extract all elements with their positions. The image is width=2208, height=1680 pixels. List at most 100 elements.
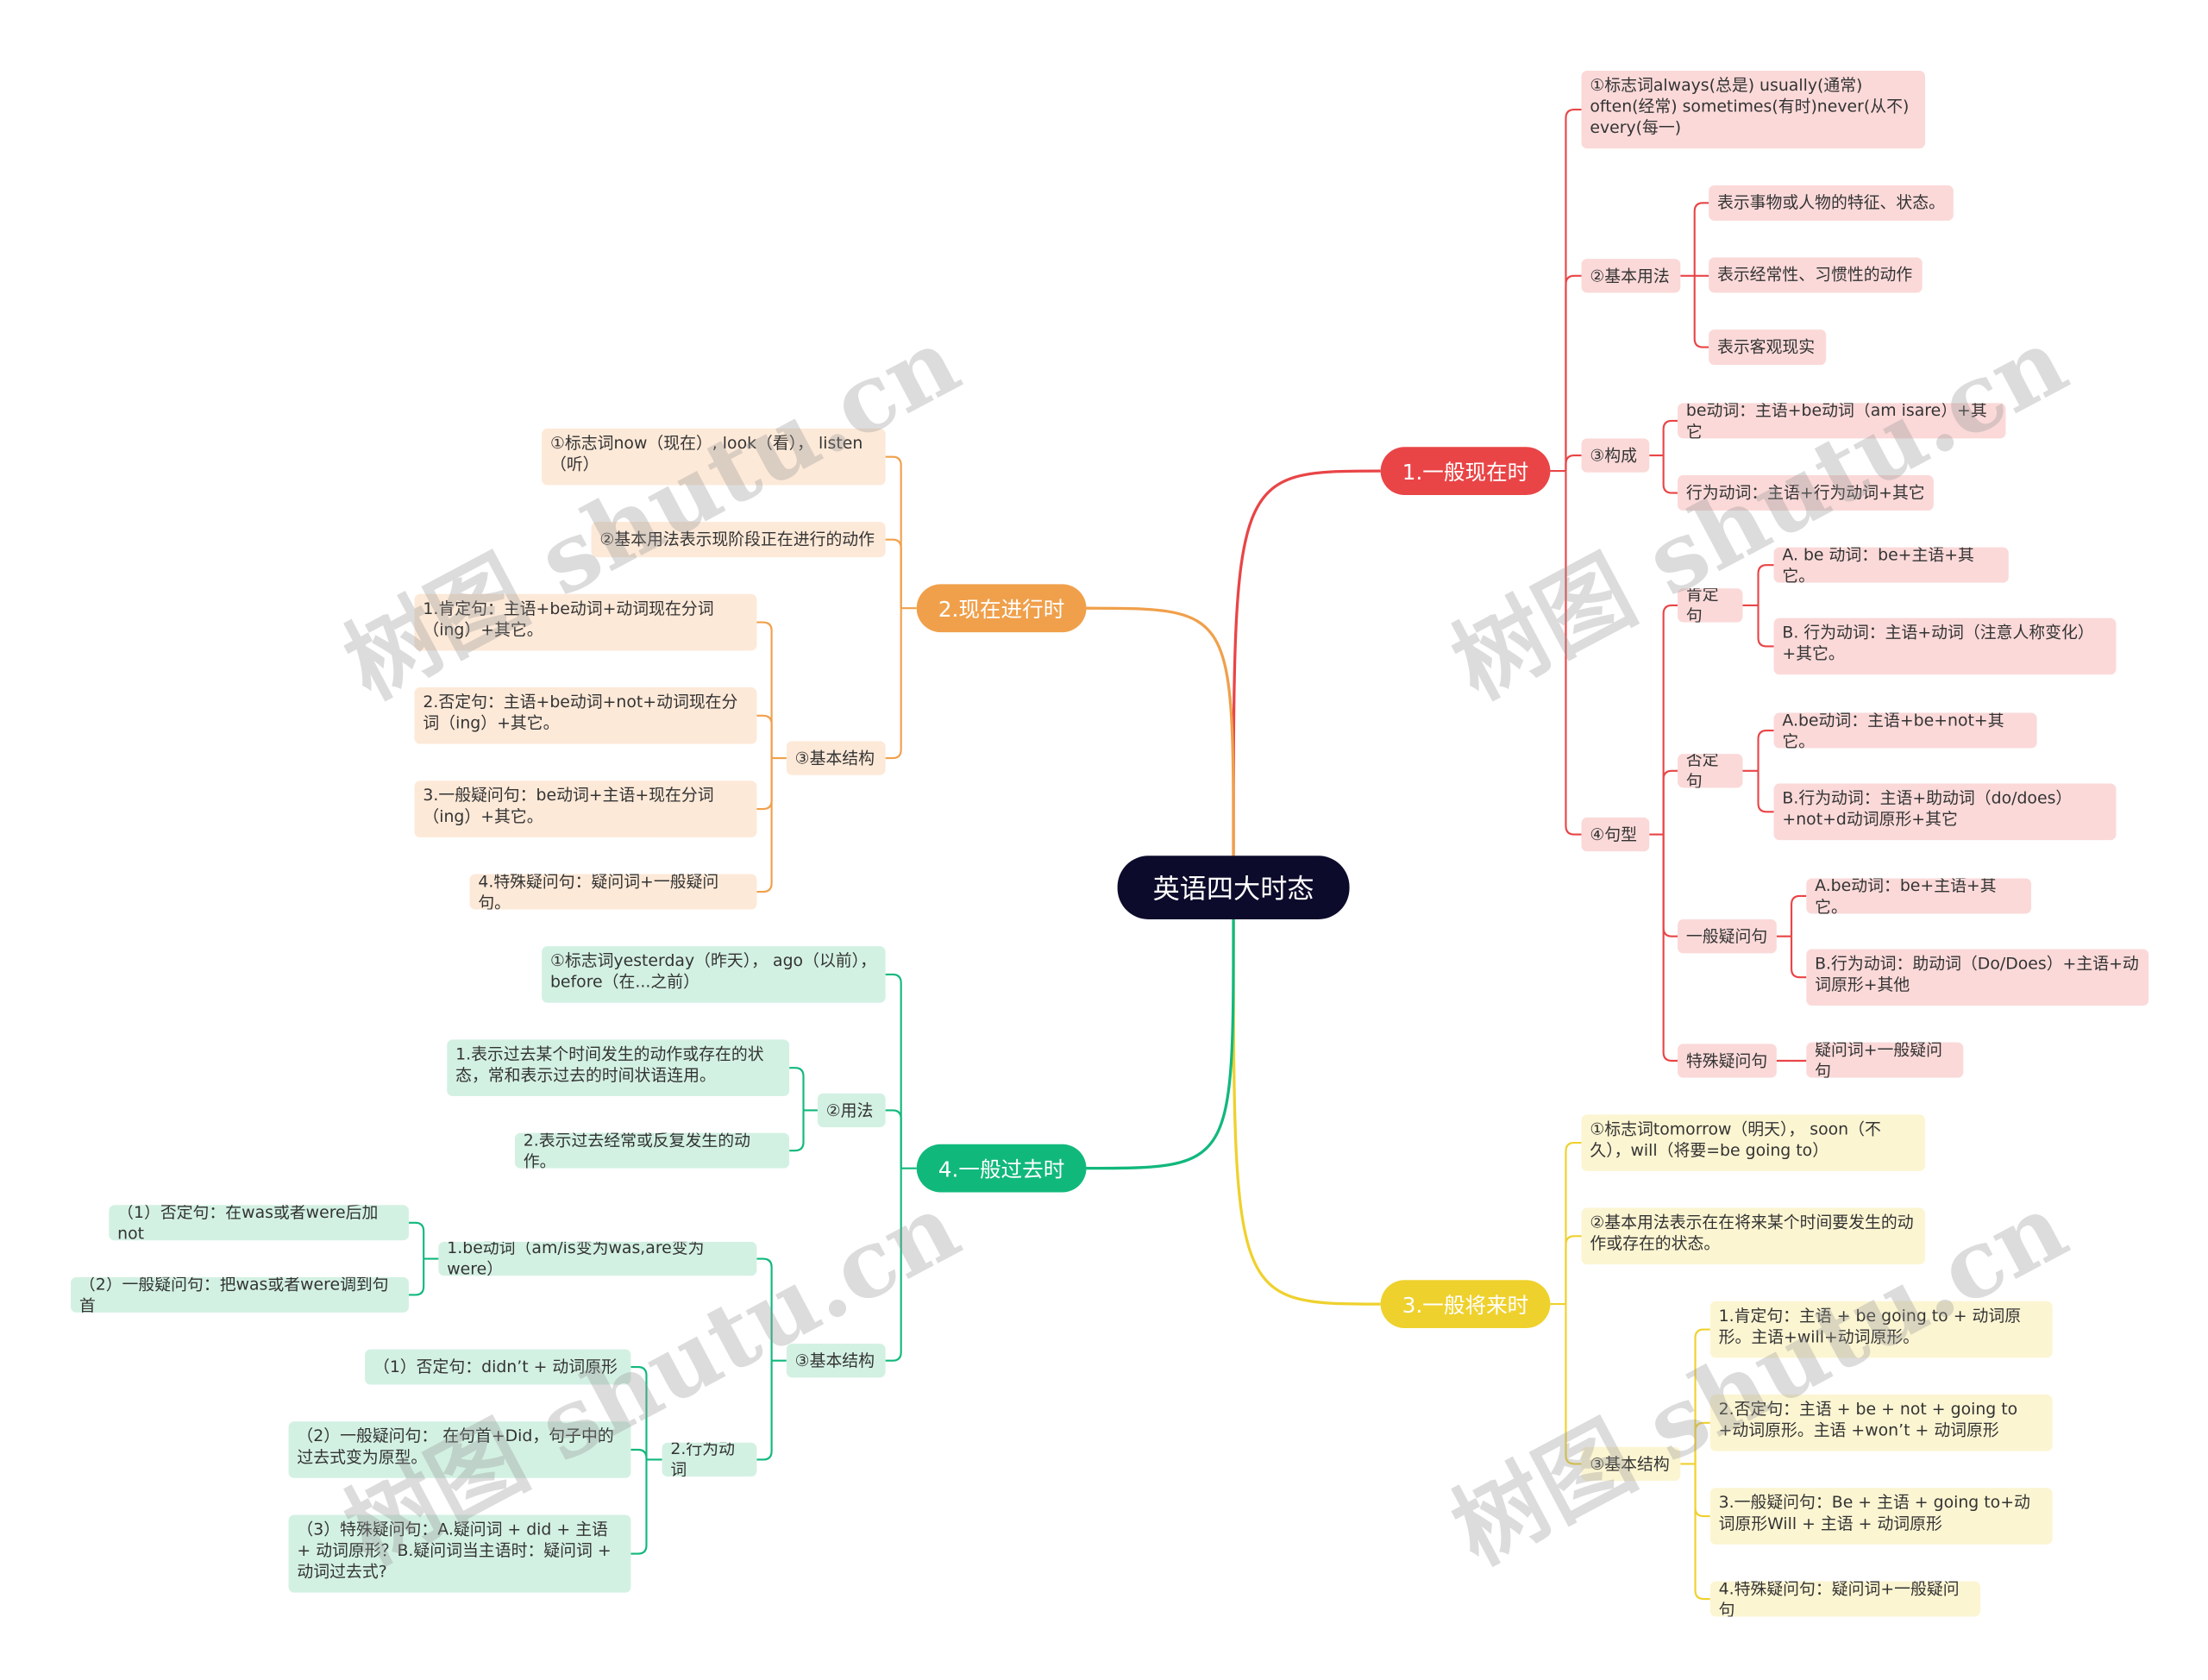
connector — [630, 1448, 648, 1460]
b4-be-verb-item[interactable]: （1）否定句：在was或者were后加not — [109, 1205, 409, 1241]
b1-negative-label[interactable]: 否定句 — [1678, 754, 1743, 788]
b4-structure-label[interactable]: ③基本结构 — [786, 1344, 886, 1378]
b1-usage-item[interactable]: 表示客观现实 — [1709, 329, 1827, 366]
root-node[interactable]: 英语四大时态 — [1117, 856, 1350, 919]
connector — [1565, 1235, 1582, 1305]
b4-action-verb-item[interactable]: （1）否定句：didn’t + 动词原形 — [365, 1349, 631, 1385]
branch-simple-past[interactable]: 4.一般过去时 — [916, 1144, 1087, 1193]
connector — [1086, 918, 1235, 1170]
b1-usage-item[interactable]: 表示经常性、习惯性的动作 — [1709, 257, 1923, 293]
b1-usage-item[interactable]: 表示事物或人物的特征、状态。 — [1709, 185, 1954, 221]
b1-usage-label[interactable]: ②基本用法 — [1581, 259, 1681, 293]
connector — [1662, 455, 1678, 494]
connector — [885, 973, 902, 1169]
connector — [1693, 275, 1709, 348]
b4-usage-label[interactable]: ②用法 — [817, 1093, 886, 1128]
b4-markers[interactable]: ①标志词yesterday（昨天）， ago（以前），before（在...之前… — [542, 946, 886, 1003]
connector — [756, 758, 773, 893]
b1-composition-label[interactable]: ③构成 — [1581, 438, 1650, 473]
connector — [408, 1258, 425, 1296]
b2-structure-item[interactable]: 2.否定句：主语+be动词+not+动词现在分词（ing）+其它。 — [414, 687, 757, 744]
b1-affirmative-a[interactable]: A. be 动词：be+主语+其它。 — [1773, 547, 2009, 583]
connector — [1565, 1304, 1582, 1465]
connector — [1565, 1142, 1582, 1305]
b1-question-a[interactable]: A.be动词：be+主语+其它。 — [1806, 878, 2032, 914]
connector — [756, 621, 773, 759]
connector — [1693, 202, 1709, 276]
b4-be-verb-item[interactable]: （2）一般疑问句：把was或者were调到句首 — [71, 1276, 409, 1313]
connector — [885, 608, 902, 760]
b1-question-b[interactable]: B.行为动词：助动词（Do/Does）+主语+动词原形+其他 — [1806, 949, 2149, 1006]
connector — [1694, 1464, 1710, 1601]
connector — [1694, 1328, 1710, 1464]
b4-be-verb-label[interactable]: 1.be动词（am/is变为was,are变为were） — [438, 1241, 757, 1276]
b2-markers[interactable]: ①标志词now（现在）, look（看）， listen（听） — [542, 428, 886, 486]
connector — [1790, 894, 1807, 937]
connector — [885, 1109, 902, 1169]
b1-special-label[interactable]: 特殊疑问句 — [1678, 1044, 1777, 1078]
connector — [1232, 469, 1381, 856]
connector — [1565, 109, 1582, 472]
connector — [1694, 1464, 1710, 1518]
b2-structure-item[interactable]: 4.特殊疑问句：疑问词+一般疑问句。 — [469, 874, 757, 910]
connector — [1565, 471, 1582, 836]
connector — [885, 538, 902, 609]
branch-present-continuous[interactable]: 2.现在进行时 — [916, 584, 1087, 633]
connector — [1565, 274, 1582, 472]
branch-simple-present[interactable]: 1.一般现在时 — [1380, 447, 1551, 495]
connector — [1662, 769, 1678, 835]
b4-action-verb-label[interactable]: 2.行为动词 — [662, 1442, 757, 1477]
connector — [1662, 834, 1678, 937]
b1-markers[interactable]: ①标志词always(总是) usually(通常) often(经常) som… — [1581, 71, 1926, 149]
b3-structure-item[interactable]: 3.一般疑问句：Be + 主语 + going to+动词原形Will + 主语… — [1709, 1488, 2053, 1545]
b3-structure-item[interactable]: 4.特殊疑问句：疑问词+一般疑问句 — [1709, 1581, 1980, 1617]
b3-structure-label[interactable]: ③基本结构 — [1581, 1446, 1681, 1482]
connector — [1232, 918, 1381, 1306]
connector — [756, 758, 773, 811]
connector — [1662, 604, 1678, 835]
b1-composition-item[interactable]: 行为动词：主语+行为动词+其它 — [1678, 475, 1934, 511]
connector — [885, 455, 902, 609]
b1-question-label[interactable]: 一般疑问句 — [1678, 919, 1777, 954]
connector — [1757, 729, 1774, 771]
connector — [630, 1459, 648, 1555]
b1-affirmative-label[interactable]: 肯定句 — [1678, 588, 1743, 623]
connector — [1694, 1421, 1710, 1464]
b3-structure-item[interactable]: 2.否定句：主语 + be + not + going to +动词原形。主语 … — [1709, 1395, 2053, 1451]
b1-negative-b[interactable]: B.行为动词：主语+助动词（do/does）+not+d动词原形+其它 — [1773, 783, 2117, 841]
b3-usage[interactable]: ②基本用法表示在在将来某个时间要发生的动作或存在的状态。 — [1581, 1207, 1926, 1265]
connector — [1757, 770, 1774, 813]
b1-special-a[interactable]: 疑问词+一般疑问句 — [1806, 1042, 1964, 1078]
connector — [789, 1110, 805, 1152]
b1-negative-a[interactable]: A.be动词：主语+be+not+其它。 — [1773, 712, 2037, 749]
connector — [1086, 606, 1235, 856]
connector — [756, 1360, 773, 1461]
b1-sentence-label[interactable]: ④句型 — [1581, 817, 1650, 852]
b1-affirmative-b[interactable]: B. 行为动词：主语+动词（注意人称变化）+其它。 — [1773, 617, 2117, 675]
b4-action-verb-item[interactable]: （2）一般疑问句： 在句首+Did，句子中的过去式变为原型。 — [288, 1421, 631, 1478]
b2-structure-item[interactable]: 3.一般疑问句：be动词+主语+现在分词（ing）+其它。 — [414, 780, 757, 837]
branch-simple-future[interactable]: 3.一般将来时 — [1380, 1280, 1551, 1328]
connector — [408, 1221, 425, 1259]
connector — [1662, 834, 1678, 1063]
connector — [630, 1365, 648, 1460]
connector — [1565, 454, 1582, 472]
connector — [885, 1168, 902, 1362]
b3-markers[interactable]: ①标志词tomorrow（明天）， soon（不久），will（将要=be go… — [1581, 1114, 1926, 1171]
b3-structure-item[interactable]: 1.肯定句：主语 + be going to + 动词原形。主语+will+动词… — [1709, 1301, 2053, 1358]
b2-structure-label[interactable]: ③基本结构 — [786, 741, 886, 775]
b1-composition-item[interactable]: be动词：主语+be动词（am isare）+其它 — [1678, 403, 2006, 439]
b2-structure-item[interactable]: 1.肯定句：主语+be动词+动词现在分词（ing）+其它。 — [414, 593, 757, 651]
connector — [1757, 605, 1774, 648]
connector — [1662, 419, 1678, 456]
connector — [789, 1067, 805, 1111]
b2-usage[interactable]: ②基本用法表示现阶段正在进行的动作 — [591, 522, 886, 558]
b4-usage-item[interactable]: 2.表示过去经常或反复发生的动作。 — [514, 1132, 790, 1169]
connector — [1790, 936, 1807, 979]
b4-action-verb-item[interactable]: （3）特殊疑问句：A.疑问词 + did + 主语 + 动词原形？B.疑问词当主… — [288, 1514, 631, 1593]
connector — [1757, 564, 1774, 605]
b4-usage-item[interactable]: 1.表示过去某个时间发生的动作或存在的状态，常和表示过去的时间状语连用。 — [447, 1039, 790, 1096]
connector — [756, 714, 773, 759]
